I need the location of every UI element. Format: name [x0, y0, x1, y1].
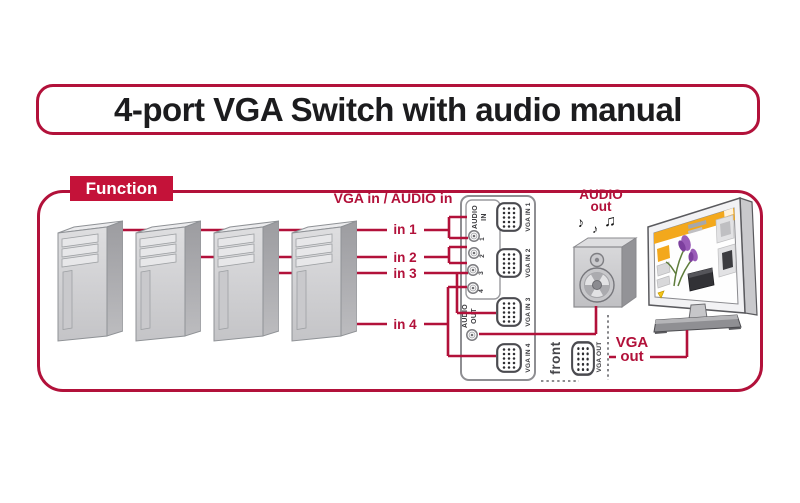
- page-title: 4-port VGA Switch with audio manual: [114, 91, 682, 128]
- vga-in-port-3: [496, 297, 522, 327]
- audio-in-label: AUDIO IN: [472, 204, 488, 230]
- vga-in-label-1: VGA IN 1: [525, 202, 532, 232]
- title-box: 4-port VGA Switch with audio manual: [36, 84, 760, 135]
- input-label-2: in 2: [393, 250, 417, 265]
- function-label: Function: [70, 176, 173, 201]
- function-box: [37, 190, 763, 392]
- woofer: [579, 267, 615, 303]
- vga-out-port-label: VGA OUT: [596, 341, 603, 373]
- speaker: [572, 237, 638, 308]
- vga-in-label-3: VGA IN 3: [525, 297, 532, 327]
- front-label: front: [548, 341, 563, 375]
- input-label-4: in 4: [393, 317, 417, 332]
- vga-in-label-2: VGA IN 2: [525, 248, 532, 278]
- warning-icon: [657, 290, 665, 299]
- tweeter: [589, 252, 605, 268]
- jack-number-1: 1: [479, 237, 486, 241]
- jack-number-4: 4: [478, 289, 485, 293]
- vga-in-label-4: VGA IN 4: [525, 343, 532, 373]
- vga-in-port-1: [496, 202, 522, 232]
- vga-in-port-2: [496, 248, 522, 278]
- audio-out-port-label: AUDIO OUT: [462, 303, 478, 329]
- computer-tower-4: [288, 208, 357, 342]
- computer-tower-1: [54, 208, 123, 342]
- vga-out-port: [571, 341, 595, 376]
- vga-out-label: VGA out: [615, 334, 649, 365]
- music-notes-icon: ♫: [604, 213, 616, 230]
- computer-tower-2: [132, 208, 201, 342]
- music-note-icon: ♪: [592, 222, 598, 236]
- label-vga-audio-in: VGA in / AUDIO in: [333, 190, 453, 206]
- jack-number-3: 3: [478, 271, 485, 275]
- jack-number-2: 2: [479, 254, 486, 258]
- computer-tower-3: [210, 208, 279, 342]
- audio-out-label: AUDIO out: [579, 187, 623, 214]
- vga-in-port-4: [496, 343, 522, 373]
- monitor: [647, 196, 758, 334]
- input-label-1: in 1: [393, 222, 417, 237]
- input-label-3: in 3: [393, 266, 417, 281]
